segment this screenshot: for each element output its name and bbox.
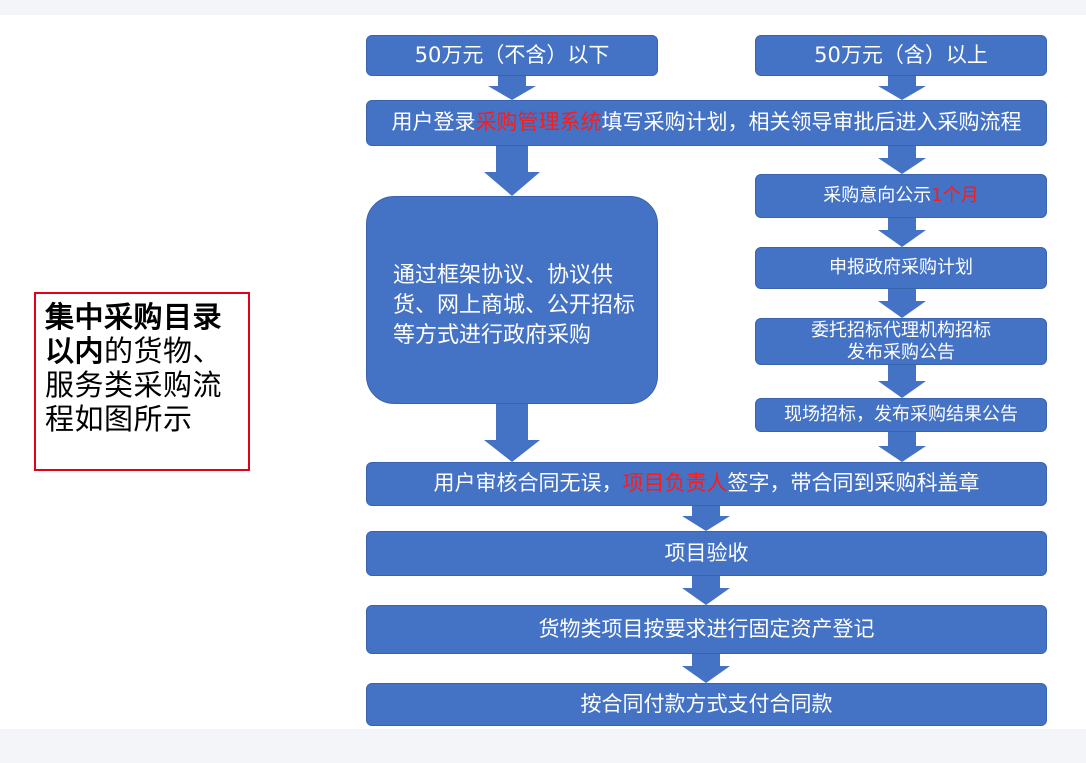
declare-text: 申报政府采购计划 (829, 257, 973, 279)
arrow-login-notice (878, 146, 926, 174)
arrow-topright-login (878, 76, 926, 100)
acceptance-text: 项目验收 (664, 540, 749, 565)
arrow-entrust-bidding (878, 365, 926, 398)
note-bold-text: 集中采购目录以内 (45, 300, 223, 368)
arrow-acceptance-register (682, 576, 730, 605)
notice-prefix: 采购意向公示 (823, 185, 932, 207)
contract-highlight: 项目负责人 (622, 471, 728, 496)
arrow-framework-contract (484, 404, 540, 462)
box-framework-procurement: 通过框架协议、协议供货、网上商城、公开招标等方式进行政府采购 (366, 196, 658, 404)
arrow-contract-acceptance (682, 506, 730, 531)
box-onsite-bidding: 现场招标，发布采购结果公告 (755, 398, 1047, 432)
register-text: 货物类项目按要求进行固定资产登记 (538, 616, 875, 641)
box-declare-plan: 申报政府采购计划 (755, 247, 1047, 289)
arrow-declare-entrust (878, 289, 926, 318)
entrust-line2: 发布采购公告 (847, 341, 955, 363)
entrust-line1: 委托招标代理机构招标 (811, 319, 991, 341)
box-above-500k-text: 50万元（含）以上 (814, 42, 988, 67)
login-prefix: 用户登录 (391, 110, 476, 135)
arrow-register-payment (682, 654, 730, 683)
arrow-notice-declare (878, 218, 926, 247)
login-suffix: 填写采购计划，相关领导审批后进入采购流程 (601, 110, 1022, 135)
box-acceptance: 项目验收 (366, 531, 1047, 576)
description-note: 集中采购目录以内的货物、服务类采购流程如图所示 (34, 292, 250, 471)
login-highlight: 采购管理系统 (475, 110, 602, 135)
arrow-bidding-contract (878, 432, 926, 462)
box-login-plan: 用户登录采购管理系统填写采购计划，相关领导审批后进入采购流程 (366, 100, 1047, 146)
notice-highlight: 1个月 (931, 185, 979, 207)
box-above-500k: 50万元（含）以上 (755, 35, 1047, 76)
framework-text: 通过框架协议、协议供货、网上商城、公开招标等方式进行政府采购 (393, 263, 636, 348)
box-below-500k-text: 50万元（不含）以下 (414, 42, 610, 67)
box-below-500k: 50万元（不含）以下 (366, 35, 658, 76)
note-normal-text: 的货物、服务类采购流程如图所示 (45, 334, 223, 436)
contract-suffix: 签字，带合同到采购科盖章 (727, 471, 980, 496)
contract-prefix: 用户审核合同无误， (433, 471, 623, 496)
payment-text: 按合同付款方式支付合同款 (580, 691, 833, 716)
arrow-login-framework (484, 146, 540, 196)
box-contract-review: 用户审核合同无误，项目负责人签字，带合同到采购科盖章 (366, 462, 1047, 506)
box-asset-register: 货物类项目按要求进行固定资产登记 (366, 605, 1047, 654)
box-payment: 按合同付款方式支付合同款 (366, 683, 1047, 726)
box-entrust-agency: 委托招标代理机构招标 发布采购公告 (755, 318, 1047, 365)
bidding-text: 现场招标，发布采购结果公告 (784, 404, 1018, 426)
arrow-topleft-login (488, 76, 536, 100)
